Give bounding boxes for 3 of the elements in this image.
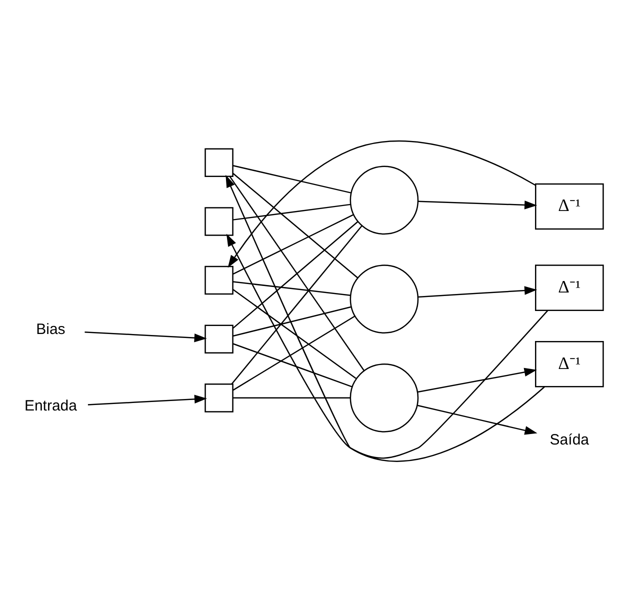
- node-text: Saída: [550, 431, 590, 448]
- node-text: Entrada: [24, 398, 77, 415]
- node-text: Bias: [36, 321, 66, 338]
